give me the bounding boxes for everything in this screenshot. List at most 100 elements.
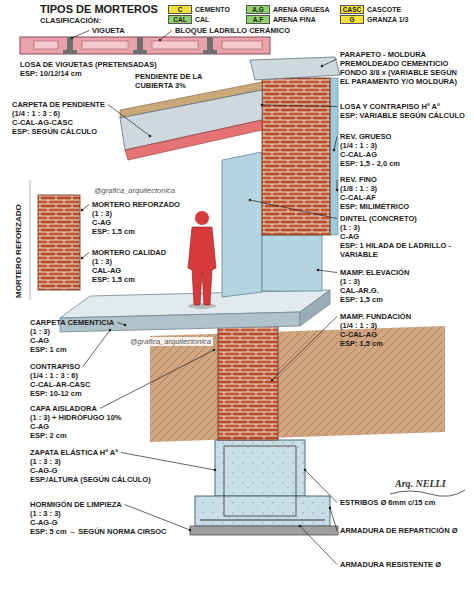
wall-plaster (330, 78, 338, 235)
leader-line (108, 105, 150, 137)
roof-slab (125, 120, 262, 160)
roof-slab (120, 82, 262, 160)
callout-label: HORMIGÓN DE LIMPIEZA (30, 500, 122, 509)
callout-label: ESP: SEGÚN CÁLCULO (12, 127, 97, 136)
vertical-label: MORTERO REFORZADO (14, 204, 23, 298)
brick-sample (38, 195, 80, 290)
callout-label: ESP: 2 cm (30, 431, 67, 440)
joist-slab (203, 37, 217, 54)
legend-swatch: A.F (246, 15, 270, 24)
callout-label: BLOQUE LADRILLO CERÁMICO (175, 26, 290, 35)
callout-label: ESP: MILIMÉTRICO (340, 202, 409, 211)
joist-slab (63, 37, 77, 54)
strip-footing (195, 496, 330, 526)
brick-sample (30, 180, 31, 300)
callout-label: CAPA AISLADORA (30, 404, 97, 413)
strip-footing (200, 520, 325, 521)
leader-dot (271, 379, 274, 382)
leader-line (272, 317, 337, 381)
leader-line (300, 526, 337, 565)
watermark: @grafica_arquitectonica (92, 186, 177, 195)
legend-swatch: CASC (340, 5, 364, 14)
floor-slab (300, 290, 330, 326)
foundation-wall (218, 318, 278, 440)
joist-slab (133, 37, 147, 54)
callout-label: C-CAL-AF (340, 193, 376, 202)
leader-line (125, 505, 190, 531)
callout-label: ESP: 5 cm → SEGÚN NORMA CIRSOC (30, 527, 166, 536)
foundation-wall (218, 318, 278, 440)
leader-line (100, 350, 214, 409)
callout-label: MAMP. ELEVACIÓN (340, 268, 409, 277)
strip-footing (190, 440, 338, 535)
callout-label: (1/4 : 1 : 3 : 6) (12, 109, 60, 118)
callout-label: ARMADURA DE REPARTICIÓN Ø (340, 526, 458, 535)
callout-label: MORTERO CALIDAD (92, 248, 166, 257)
leader-line (318, 270, 337, 273)
leader-dot (189, 529, 192, 532)
signature-flourish (390, 490, 465, 496)
leader-line (82, 205, 89, 211)
callout-label: CONTRAPISO (30, 362, 80, 371)
callout-label: C-AG (340, 232, 359, 241)
human-figure (195, 211, 209, 225)
human-figure (188, 303, 216, 309)
legend-text: CAL (195, 15, 209, 24)
callout-label: ESTRIBOS Ø 6mm c/15 cm (340, 498, 435, 507)
joist-slab (82, 41, 128, 49)
parapet-wall (250, 57, 340, 80)
title: TIPOS DE MORTEROS (40, 3, 158, 16)
callout-label: ZAPATA ELÁSTICA Hº Aº (30, 448, 118, 457)
leader-line (72, 31, 89, 39)
joist-slab (20, 37, 270, 54)
callout-label: ESP: 10-12 cm (30, 389, 82, 398)
legend-text: GRANZA 1/3 (367, 15, 408, 24)
leader-dot (71, 37, 74, 40)
callout-label: (1/4 : 1 : 3 : 6) (30, 371, 78, 380)
callout-label: CARPETA CEMENTICIA (30, 318, 114, 327)
callout-label: (1 : 3) (340, 277, 360, 286)
parapet-wall (250, 57, 340, 235)
legend-swatch: CAL (168, 15, 192, 24)
strip-footing (190, 526, 338, 535)
callout-label: (1 : 3) (30, 327, 50, 336)
callout-label: CAL-AR.G. (340, 286, 379, 295)
callout-label: MORTERO REFORZADO (92, 200, 180, 209)
leader-dot (214, 469, 217, 472)
wall-plaster (222, 152, 262, 297)
joist-slab (20, 37, 270, 54)
legend-abbreviation: A.F (247, 16, 269, 23)
callout-label: LOSA Y CONTRAPISO Hº Aº (340, 102, 440, 111)
leader-line (82, 253, 89, 259)
callout-label: ESP: VARIABLE SEGÚN CÁLCULO (340, 111, 465, 120)
callout-label: MAMP. FUNDACIÓN (340, 312, 411, 321)
callout-label: ESP./ALTURA (SEGÚN CÁLCULO) (30, 475, 151, 484)
callout-label: ESP: 1,5 cm (340, 339, 383, 348)
callout-label: VIGUETA (92, 26, 125, 35)
leader-line (337, 180, 338, 191)
callout-label: ESP: 10/12/14 cm (20, 69, 82, 78)
leader-dot (304, 469, 307, 472)
callout-label: (1 : 3 : 3) (30, 509, 61, 518)
joist-slab (34, 41, 58, 49)
leader-line (334, 137, 337, 151)
callout-label: LOSA DE VIGUETAS (PRETENSADAS) (20, 60, 157, 69)
legend-abbreviation: G (341, 16, 363, 23)
callout-label: DINTEL (CONCRETO) (340, 214, 417, 223)
leader-dot (329, 507, 332, 510)
legend-text: CASCOTE (367, 5, 401, 14)
callout-label: ARMADURA RESISTENTE Ø (340, 560, 441, 569)
strip-footing (224, 446, 296, 516)
legend-abbreviation: CASC (341, 6, 363, 13)
parapet-wall (262, 78, 330, 235)
callout-label: ESP: 1,5 cm (92, 227, 135, 236)
signature-flourish (390, 490, 465, 496)
callout-label: C-CAL-AR-CASC (30, 380, 90, 389)
leader-dot (249, 199, 252, 202)
callout-label: (1 : 3) (92, 257, 112, 266)
callout-label: C-AG (30, 422, 49, 431)
callout-label: (1/4 : 1 : 3) (340, 321, 377, 330)
callout-label: REV. GRUESO (340, 132, 391, 141)
legend-text: ARENA FINA (273, 15, 316, 24)
leader-line (83, 330, 110, 367)
